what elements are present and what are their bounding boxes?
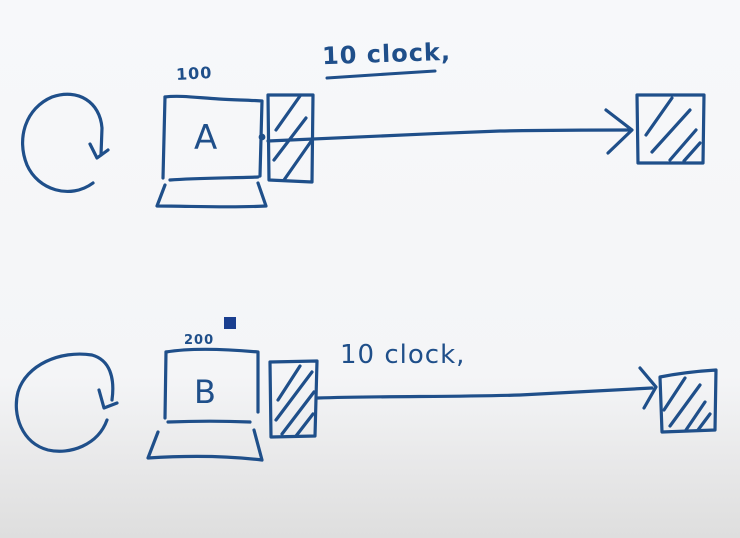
packet-box-b — [268, 359, 319, 439]
edge-label-underline-a — [325, 69, 437, 80]
loop-arrow-icon-b — [14, 352, 119, 453]
value-label-a: 100 — [175, 63, 213, 84]
edge-label-a: 10 clock, — [321, 37, 452, 71]
node-label-b: B — [194, 373, 217, 411]
laptop-a — [155, 94, 268, 209]
edge-label-b: 10 clock, — [340, 340, 466, 370]
value-label-b: 200 — [184, 333, 215, 348]
laptop-b — [146, 347, 264, 462]
arrow-a — [266, 108, 634, 155]
destination-box-b — [658, 368, 718, 434]
row-b — [14, 347, 718, 462]
loop-arrow-icon-a — [21, 92, 110, 193]
cursor-marker — [224, 317, 236, 329]
arrow-b — [316, 366, 658, 410]
row-a — [21, 69, 706, 209]
node-label-a: A — [194, 118, 219, 158]
destination-box-a — [635, 93, 706, 165]
